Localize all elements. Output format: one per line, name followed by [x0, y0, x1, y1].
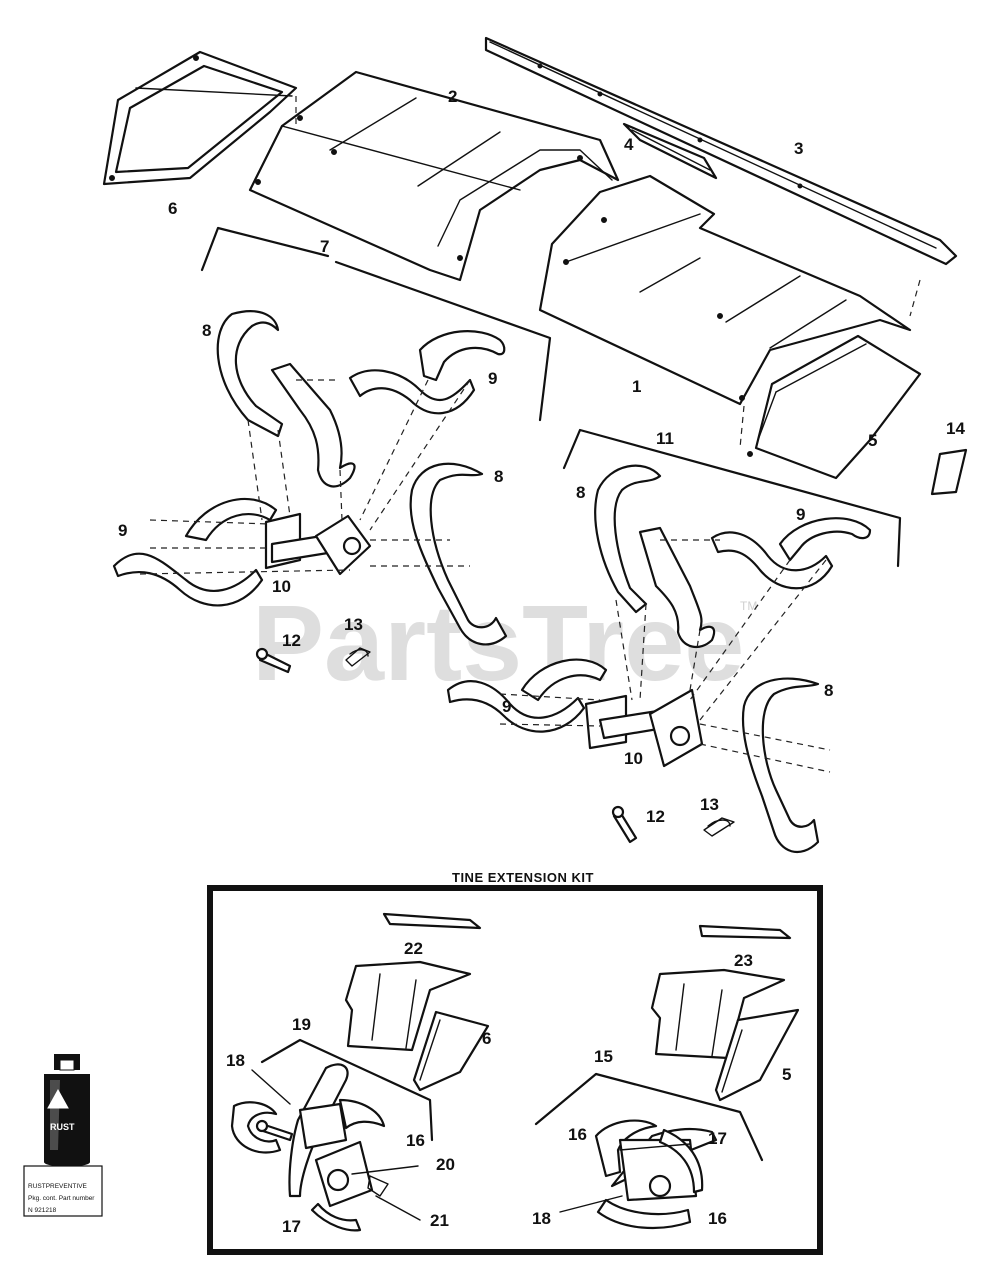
kit-callout-16-a: 16	[406, 1131, 425, 1150]
kit-callout-5: 5	[782, 1065, 791, 1084]
kit-callout-20: 20	[436, 1155, 455, 1174]
kit-frame	[207, 885, 823, 1255]
kit-callout-23: 23	[734, 951, 753, 970]
callout-1: 1	[632, 377, 641, 396]
callout-6: 6	[168, 199, 177, 218]
callout-4: 4	[624, 135, 634, 154]
callout-2: 2	[448, 87, 457, 106]
part-3-top-rail	[484, 36, 958, 266]
triangle-logo-icon	[47, 1088, 69, 1109]
callout-11: 11	[656, 429, 674, 448]
kit-callout-15: 15	[594, 1047, 613, 1066]
can-label-line2: N 921218	[28, 1207, 57, 1214]
callout-10-b: 10	[624, 749, 643, 768]
kit-callout-17-b: 17	[708, 1129, 727, 1148]
callout-7: 7	[320, 237, 329, 256]
callout-14: 14	[946, 419, 965, 438]
part-5-end-plate	[747, 334, 922, 480]
part-14-decal	[930, 448, 968, 496]
callout-3: 3	[794, 139, 803, 158]
kit-callout-16-b: 16	[568, 1125, 587, 1144]
kit-right-group	[534, 924, 800, 1230]
callout-12-b: 12	[646, 807, 665, 826]
callout-9-a: 9	[488, 369, 497, 388]
kit-callout-17-a: 17	[282, 1217, 301, 1236]
callout-8-b: 8	[494, 467, 503, 486]
callout-13-a: 13	[344, 615, 363, 634]
left-tine-assembly	[112, 310, 508, 646]
part-12-bolt-right	[611, 805, 638, 844]
assembly-7-bracket	[200, 226, 552, 422]
part-13-clip-right	[703, 817, 735, 837]
kit-callout-21: 21	[430, 1211, 449, 1230]
callout-labels: 2 3 4 6 7 1 8 9 11 5 14 8 8 9 9 10 13 12…	[118, 87, 965, 826]
callout-9-c: 9	[118, 521, 127, 540]
right-tine-assembly	[446, 464, 872, 853]
callout-10-a: 10	[272, 577, 291, 596]
part-2-hood-left	[248, 70, 620, 282]
callout-9-d: 9	[502, 697, 511, 716]
callout-5: 5	[868, 431, 877, 450]
part-4-bracket	[622, 122, 718, 180]
can-label-line1: Pkg. cont. Part number	[28, 1195, 95, 1202]
callout-9-b: 9	[796, 505, 805, 524]
part-1-hood-right	[538, 174, 912, 406]
kit-title: TINE EXTENSION KIT	[452, 870, 594, 885]
kit-callout-22: 22	[404, 939, 423, 958]
assembly-11-bracket	[562, 428, 902, 568]
kit-callout-18-b: 18	[532, 1209, 551, 1228]
kit-callout-19: 19	[292, 1015, 311, 1034]
callout-8-a: 8	[202, 321, 211, 340]
kit-callouts: 22 23 6 5 19 15 18 16 20 17 21 16 17 18 …	[226, 939, 791, 1236]
callout-12-a: 12	[282, 631, 301, 650]
kit-callout-6: 6	[482, 1029, 491, 1048]
watermark-tm: TM	[740, 599, 757, 613]
can-label-title: RUSTPREVENTIVE	[28, 1183, 88, 1190]
part-12-bolt-left	[255, 647, 292, 674]
kit-callout-16-c: 16	[708, 1209, 727, 1228]
rust-preventive-can: RUST RUSTPREVENTIVE Pkg. cont. Part numb…	[23, 1054, 103, 1217]
can-label-box	[23, 1165, 103, 1217]
part-6-end-plate	[102, 50, 298, 186]
callout-8-c: 8	[576, 483, 585, 502]
kit-callout-18-a: 18	[226, 1051, 245, 1070]
can-brand: RUST	[50, 1122, 75, 1132]
callout-8-d: 8	[824, 681, 833, 700]
kit-left-group	[230, 912, 490, 1232]
part-13-clip-left	[345, 647, 371, 667]
callout-13-b: 13	[700, 795, 719, 814]
